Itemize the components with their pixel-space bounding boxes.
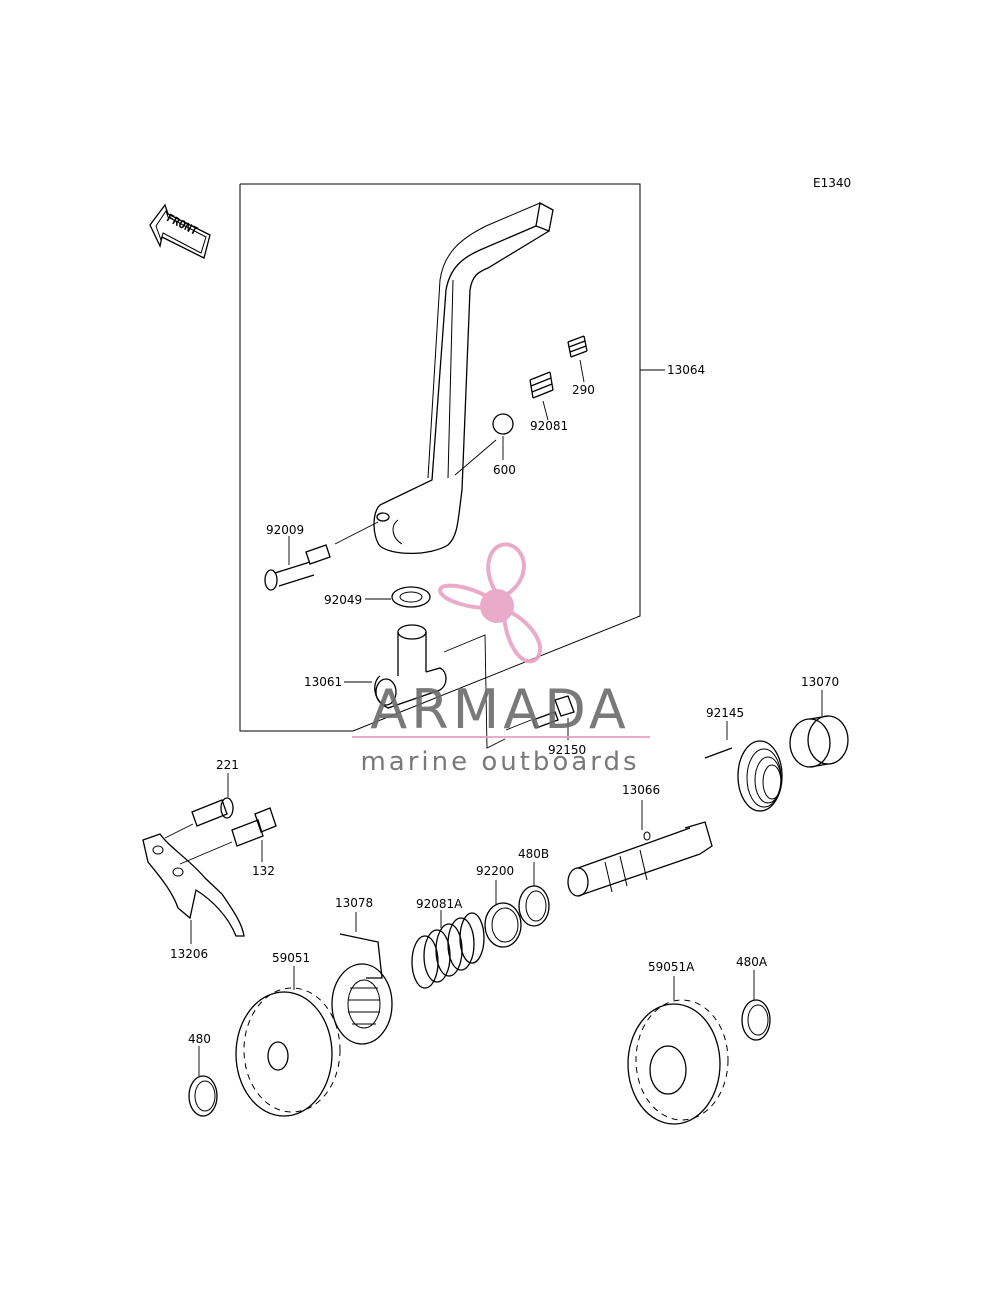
part-label-132: 132 [252, 864, 275, 878]
part-label-92145: 92145 [706, 706, 744, 720]
guide-13070 [789, 715, 849, 768]
lever-13206 [142, 833, 245, 937]
part-label-59051a: 59051A [648, 960, 695, 974]
shaft-13066 [567, 821, 713, 897]
watermark-brand: ARMADA [370, 678, 630, 741]
boss-13061 [374, 624, 447, 709]
bolt-92150 [532, 695, 575, 729]
part-label-221: 221 [216, 758, 239, 772]
part-label-480: 480 [188, 1032, 211, 1046]
watermark-tagline: marine outboards [360, 747, 639, 777]
bolt-221 [191, 797, 234, 827]
watermark-logo: ARMADA marine outboards [352, 542, 650, 777]
part-label-92200: 92200 [476, 864, 514, 878]
circlip-480 [188, 1075, 218, 1117]
part-label-92049: 92049 [324, 593, 362, 607]
part-label-92081: 92081 [530, 419, 568, 433]
washer-92049 [391, 586, 431, 608]
assembly-box-outline [239, 183, 641, 732]
part-label-59051: 59051 [272, 951, 310, 965]
gear-59051a [627, 999, 729, 1125]
gear-59051 [235, 987, 341, 1117]
spring-92081a [411, 912, 485, 989]
part-label-13206: 13206 [170, 947, 208, 961]
part-label-480b: 480B [518, 847, 549, 861]
bolt-92009 [264, 544, 331, 591]
ratchet-13078 [331, 933, 393, 1045]
propeller-icon [437, 542, 543, 664]
spring-92145 [704, 740, 783, 812]
bolt-132 [231, 807, 277, 847]
spring-92081 [529, 371, 554, 399]
part-label-13070: 13070 [801, 675, 839, 689]
front-label: FRONT [164, 211, 200, 238]
part-label-92150: 92150 [548, 743, 586, 757]
part-label-13078: 13078 [335, 896, 373, 910]
part-label-290: 290 [572, 383, 595, 397]
part-label-92009: 92009 [266, 523, 304, 537]
propeller-hub-icon [480, 589, 514, 623]
spring-290 [567, 335, 588, 358]
washer-92200 [484, 902, 522, 948]
diagram-code: E1340 [813, 176, 851, 190]
part-label-13061: 13061 [304, 675, 342, 689]
part-label-480a: 480A [736, 955, 768, 969]
part-label-13066: 13066 [622, 783, 660, 797]
circlip-480b [518, 885, 550, 927]
part-label-13064: 13064 [667, 363, 705, 377]
part-label-92081a: 92081A [416, 897, 463, 911]
front-arrow-icon: FRONT [149, 203, 211, 259]
kick-lever [373, 202, 554, 554]
ball-600 [492, 413, 514, 435]
part-label-600: 600 [493, 463, 516, 477]
circlip-480a [741, 999, 771, 1041]
